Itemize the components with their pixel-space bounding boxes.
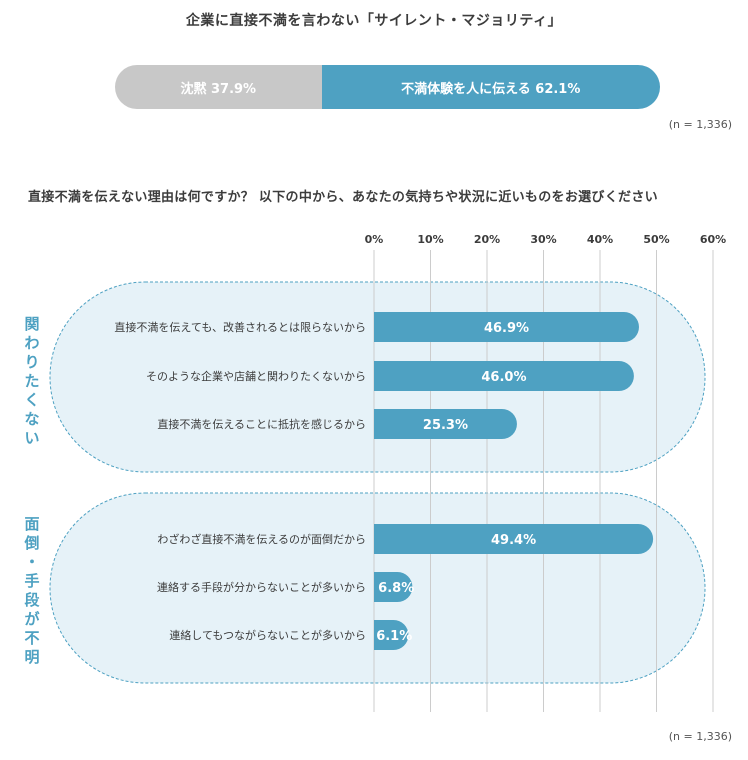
bar [374,312,639,342]
split-segment-tell-others: 不満体験を人に伝える 62.1% [321,65,660,109]
category-label: わざわざ直接不満を伝えるのが面倒だから [157,532,366,546]
data-label: 46.0% [481,370,526,385]
group-title-char: わ [24,334,40,352]
group-title-char: が [24,610,40,628]
group-title-hassle-unknown-means: 面倒・手段が不明 [22,515,42,667]
bar-left-edge [374,572,389,602]
data-label: 46.9% [484,321,529,336]
silent-majority-split-bar: 沈黙 37.9% 不満体験を人に伝える 62.1% [115,65,660,109]
bar [374,361,634,391]
group-title-char: 段 [24,591,40,609]
bar [374,409,517,439]
bar [374,524,654,554]
group-title-char: 面 [24,515,40,533]
group-title-char: 手 [24,572,40,590]
x-tick-label: 30% [530,233,556,246]
survey-question: 直接不満を伝えない理由は何ですか？ 以下の中から、あなたの気持ちや状況に近いもの… [28,190,658,205]
chart-title: 企業に直接不満を言わない「サイレント・マジョリティ」 [185,13,563,29]
sample-size-note-bottom: (n = 1,336) [668,730,732,743]
category-label: 直接不満を伝えても、改善されるとは限らないから [114,320,366,334]
group-title-char: く [24,391,40,409]
group-title-char: 関 [24,315,40,333]
group-title-char: い [24,429,40,447]
sample-size-note-top: (n = 1,336) [668,118,732,131]
split-segment-silent: 沈黙 37.9% [115,65,322,109]
bar-left-edge [374,312,389,342]
bar-left-edge [374,361,389,391]
x-tick-label: 20% [474,233,500,246]
category-label: 連絡してもつながらないことが多いから [169,628,366,642]
category-label: 連絡する手段が分からないことが多いから [157,580,366,594]
data-label: 6.8% [378,581,414,596]
group-title-char: た [24,372,40,390]
bar-left-edge [374,524,389,554]
x-tick-label: 10% [417,233,443,246]
group-title-char: 倒 [24,534,40,552]
x-tick-label: 50% [643,233,669,246]
data-label: 6.1% [376,629,412,644]
group-title-char: ・ [24,553,40,571]
x-tick-label: 40% [587,233,613,246]
x-tick-label: 0% [365,233,384,246]
category-label: そのような企業や店舗と関わりたくないから [146,369,366,383]
data-label: 49.4% [491,533,536,548]
bar-left-edge [374,620,389,650]
group-title-char: 不 [24,629,40,647]
group-title-char: 明 [24,648,40,666]
group-title-char: り [24,353,40,371]
data-label: 25.3% [423,418,468,433]
bar-left-edge [374,409,389,439]
x-tick-label: 60% [700,233,726,246]
group-title-dont-want-involvement: 関わりたくない [22,315,42,448]
group-title-char: な [24,410,40,428]
category-label: 直接不満を伝えることに抵抗を感じるから [157,417,366,431]
